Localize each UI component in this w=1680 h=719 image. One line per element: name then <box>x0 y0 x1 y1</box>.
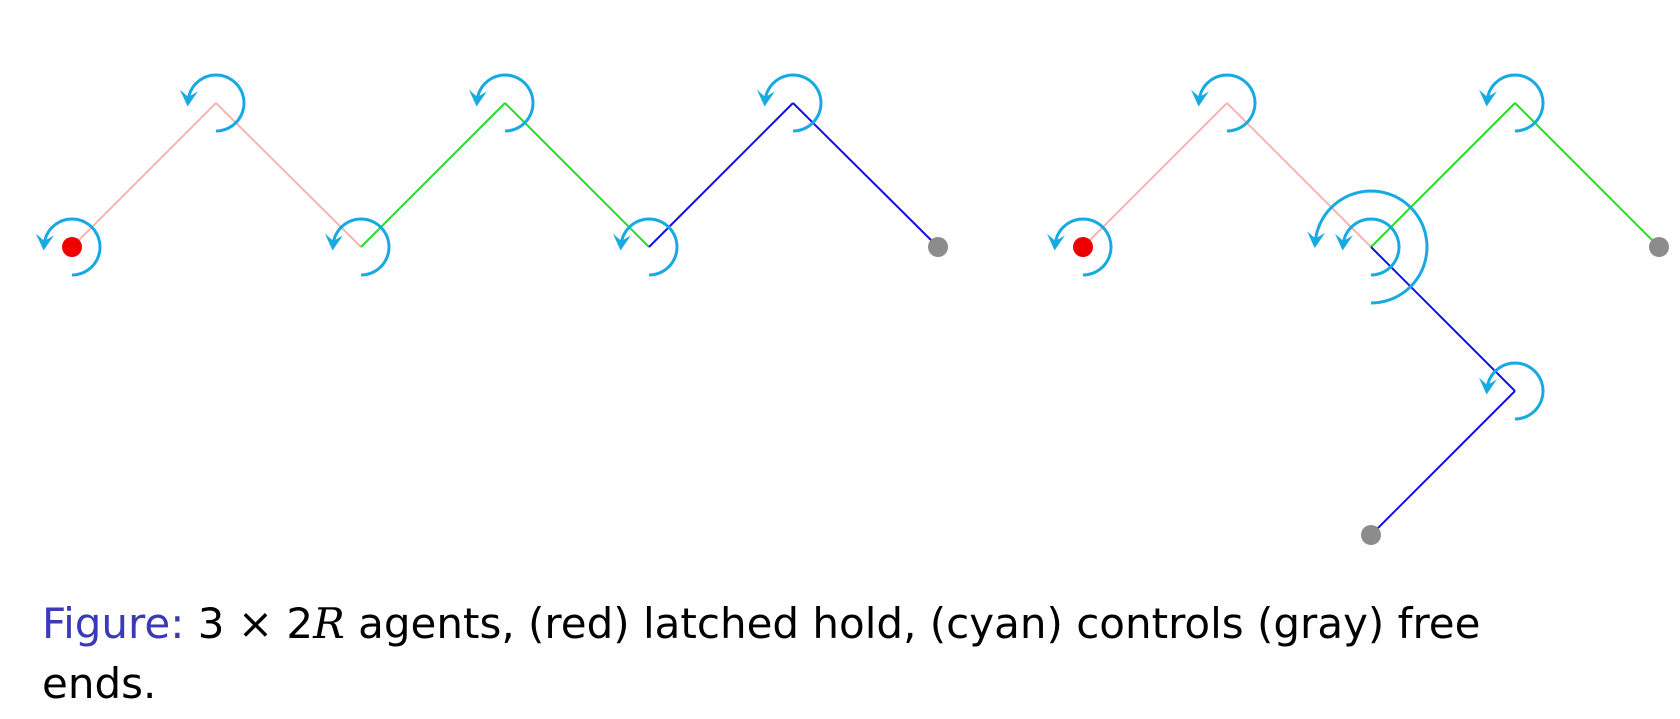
chain-link <box>215 102 362 248</box>
control-arrow-icon <box>1335 217 1401 277</box>
caption-label: Figure: <box>42 599 185 648</box>
caption-rest: agents, (red) latched hold, (cyan) contr… <box>42 599 1481 708</box>
chain-link <box>1082 102 1228 248</box>
control-arrow-icon <box>469 73 535 133</box>
control-arrow-icon <box>1307 189 1429 305</box>
chain-link <box>1370 102 1516 248</box>
figure-caption: Figure: 3 × 2R agents, (red) latched hol… <box>42 594 1602 714</box>
chain-link <box>1370 390 1516 536</box>
control-arrow-icon <box>1479 73 1545 133</box>
chain-link <box>504 102 650 248</box>
chain-link <box>1514 102 1660 248</box>
free-end-icon <box>1649 237 1669 257</box>
caption-count: 3 <box>197 599 225 648</box>
chain-link <box>360 102 506 248</box>
control-arrow-icon <box>1479 361 1545 421</box>
caption-R: R <box>313 599 345 648</box>
latched-hold-icon <box>62 237 82 257</box>
latched-hold-icon <box>1073 237 1093 257</box>
control-arrow-icon <box>180 73 246 133</box>
chain-diagram <box>36 73 1669 545</box>
control-arrow-icon <box>757 73 823 133</box>
chain-link <box>792 102 939 248</box>
caption-two: 2 <box>286 599 314 648</box>
control-arrow-icon <box>36 217 102 277</box>
control-arrow-icon <box>325 217 391 277</box>
caption-times: × <box>237 599 274 648</box>
free-end-icon <box>1361 525 1381 545</box>
free-end-icon <box>928 237 948 257</box>
chain-link <box>71 102 217 248</box>
chain-link <box>648 102 794 248</box>
control-arrow-icon <box>1047 217 1113 277</box>
control-arrow-icon <box>613 217 679 277</box>
control-arrow-icon <box>1191 73 1257 133</box>
chain-link <box>1370 246 1516 392</box>
chain-link <box>1226 102 1372 248</box>
